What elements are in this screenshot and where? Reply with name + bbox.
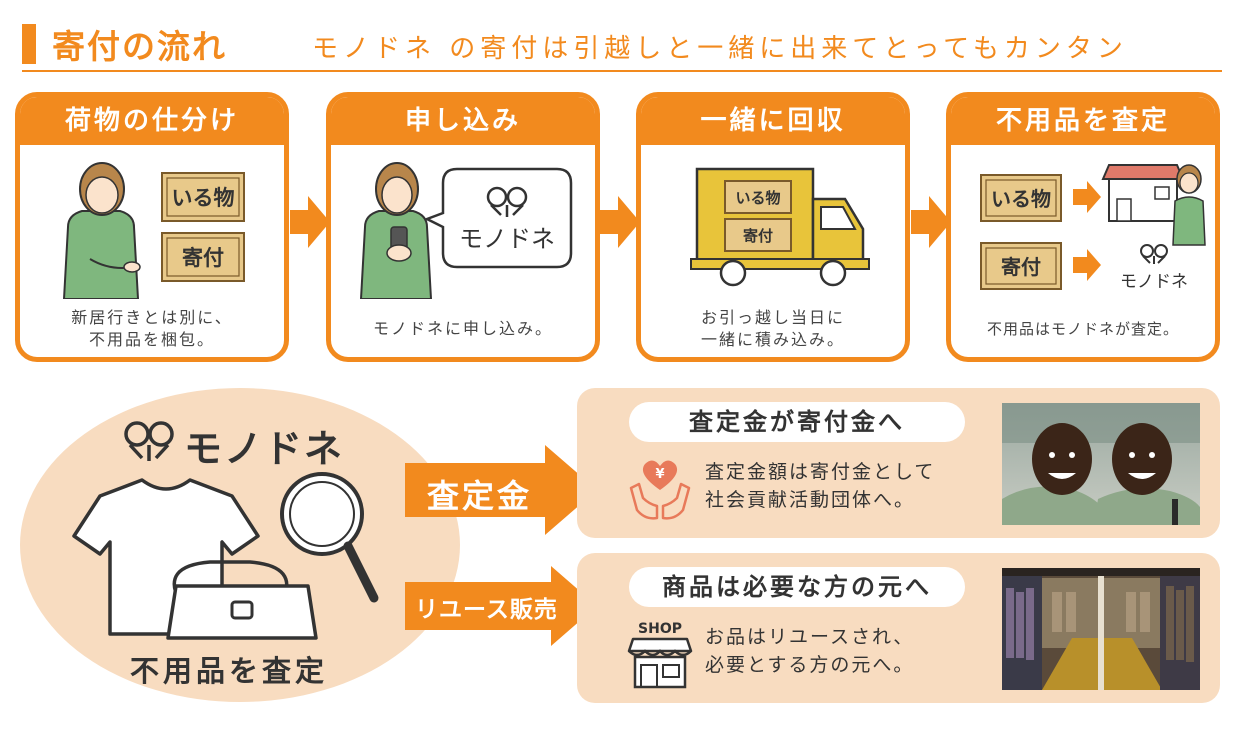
page-title: 寄付の流れ (52, 27, 227, 66)
keep-route: いる物 (980, 174, 1101, 222)
flow-arrow-icon (290, 196, 330, 248)
shop-icon: SHOP (627, 621, 693, 689)
route-arrow-icon (1073, 181, 1101, 213)
unused-items-illustration (72, 472, 379, 640)
appraisal-money-label: 査定金 (427, 477, 533, 515)
step-sorting: 荷物の仕分け いる物 寄付 新居行きとは別に、 不用品を梱包。 (15, 92, 289, 362)
step-caption: お引っ越し当日に 一緒に積み込み。 (641, 307, 905, 351)
truck-icon: いる物 寄付 (690, 167, 870, 287)
flow-arrow-icon (911, 196, 951, 248)
children-photo (1002, 403, 1200, 525)
person-phone-icon (359, 162, 433, 299)
panel-description: お品はリユースされ、 必要とする方の元へ。 (705, 623, 914, 679)
route-arrow-icon (1073, 249, 1101, 281)
brand-logo: モノドネ (120, 418, 342, 471)
step-apply: 申し込み モノドネ モノドネに申し込み。 (326, 92, 600, 362)
description-line: 必要とする方の元へ。 (705, 654, 915, 676)
big-arrow-icon (405, 566, 597, 646)
flow-arrow-icon (600, 196, 640, 248)
step-caption: 新居行きとは別に、 不用品を梱包。 (20, 307, 284, 351)
donate-tag-label: 寄付 (743, 227, 773, 245)
sorting-illustration: いる物 寄付 (62, 162, 245, 299)
caption-line: お引っ越し当日に (700, 308, 845, 327)
apply-illustration: モノドネ (359, 162, 573, 299)
description-line: 社会貢献活動団体へ。 (705, 489, 916, 511)
logo-brand-text: モノドネ (1120, 272, 1188, 292)
reuse-sales-arrow: リユース販売 (405, 566, 597, 646)
step-title: 一緒に回収 (641, 97, 905, 145)
step-title: 申し込み (331, 97, 595, 145)
caption-line: 一緒に積み込み。 (700, 330, 845, 349)
truck-illustration: いる物 寄付 (690, 167, 870, 287)
monodone-logo-icon (1140, 244, 1168, 264)
section-header: 寄付の流れ モノドネ の寄付は引越しと一緒に出来てとってもカンタン (22, 18, 1222, 72)
description-line: お品はリユースされ、 (705, 626, 915, 648)
caption-line: 不用品を梱包。 (88, 330, 215, 349)
appraise-unused-label: 不用品を査定 (130, 654, 329, 688)
step-title: 不用品を査定 (951, 97, 1215, 145)
donation-panel: 査定金が寄付金へ ¥ 査定金額は寄付金として 社会貢献活動団体へ。 (577, 388, 1220, 538)
heart-hands-icon: ¥ (629, 460, 691, 520)
svg-text:SHOP: SHOP (638, 621, 682, 637)
step-title: 荷物の仕分け (20, 97, 284, 145)
appraise-illustration: いる物 寄付 モノドネ (980, 164, 1206, 292)
caption-line: モノドネに申し込み。 (372, 319, 553, 338)
monodone-logo-icon (486, 186, 528, 217)
donate-tag-label: 寄付 (182, 246, 224, 270)
step-caption: モノドネに申し込み。 (331, 307, 595, 340)
caption-line: 新居行きとは別に、 (71, 308, 233, 327)
header-accent-bar (22, 24, 36, 64)
bubble-brand-text: モノドネ (459, 225, 555, 253)
caption-line: 不用品はモノドネが査定。 (986, 320, 1179, 338)
monodone-logo-icon (124, 421, 174, 461)
step-collect: 一緒に回収 いる物 寄付 お引っ越し当日に 一緒に積み込み。 (636, 92, 910, 362)
panel-description: 査定金額は寄付金として 社会貢献活動団体へ。 (705, 458, 935, 514)
brand-name: モノドネ (184, 427, 345, 471)
reuse-panel: 商品は必要な方の元へ SHOP お品はリユースされ、 必要とする方の元へ。 (577, 553, 1220, 703)
reuse-sales-label: リユース販売 (415, 597, 558, 623)
keep-tag: いる物 (161, 172, 245, 222)
step-appraise: 不用品を査定 いる物 寄付 モノドネ (946, 92, 1220, 362)
panel-heading: 商品は必要な方の元へ (629, 567, 965, 607)
page-subtitle: モノドネ の寄付は引越しと一緒に出来てとってもカンタン (312, 34, 1128, 64)
donate-tag-label: 寄付 (1001, 255, 1041, 279)
keep-tag-label: いる物 (991, 187, 1051, 211)
donate-route: 寄付 モノドネ (980, 242, 1188, 292)
speech-bubble: モノドネ (423, 167, 573, 269)
appraisal-money-arrow: 査定金 (405, 445, 597, 535)
house-icon (1101, 164, 1206, 246)
panel-heading: 査定金が寄付金へ (629, 402, 965, 442)
keep-tag-label: いる物 (172, 186, 235, 210)
magnifier-icon (280, 472, 379, 603)
step-caption: 不用品はモノドネが査定。 (951, 307, 1215, 340)
person-icon (62, 162, 141, 299)
svg-text:¥: ¥ (655, 467, 664, 482)
bag-icon (166, 560, 318, 640)
big-arrow-icon (405, 445, 597, 535)
keep-tag-label: いる物 (735, 189, 780, 207)
description-line: 査定金額は寄付金として (705, 461, 936, 483)
donate-tag: 寄付 (161, 232, 245, 282)
reuse-store-photo (1002, 568, 1200, 690)
